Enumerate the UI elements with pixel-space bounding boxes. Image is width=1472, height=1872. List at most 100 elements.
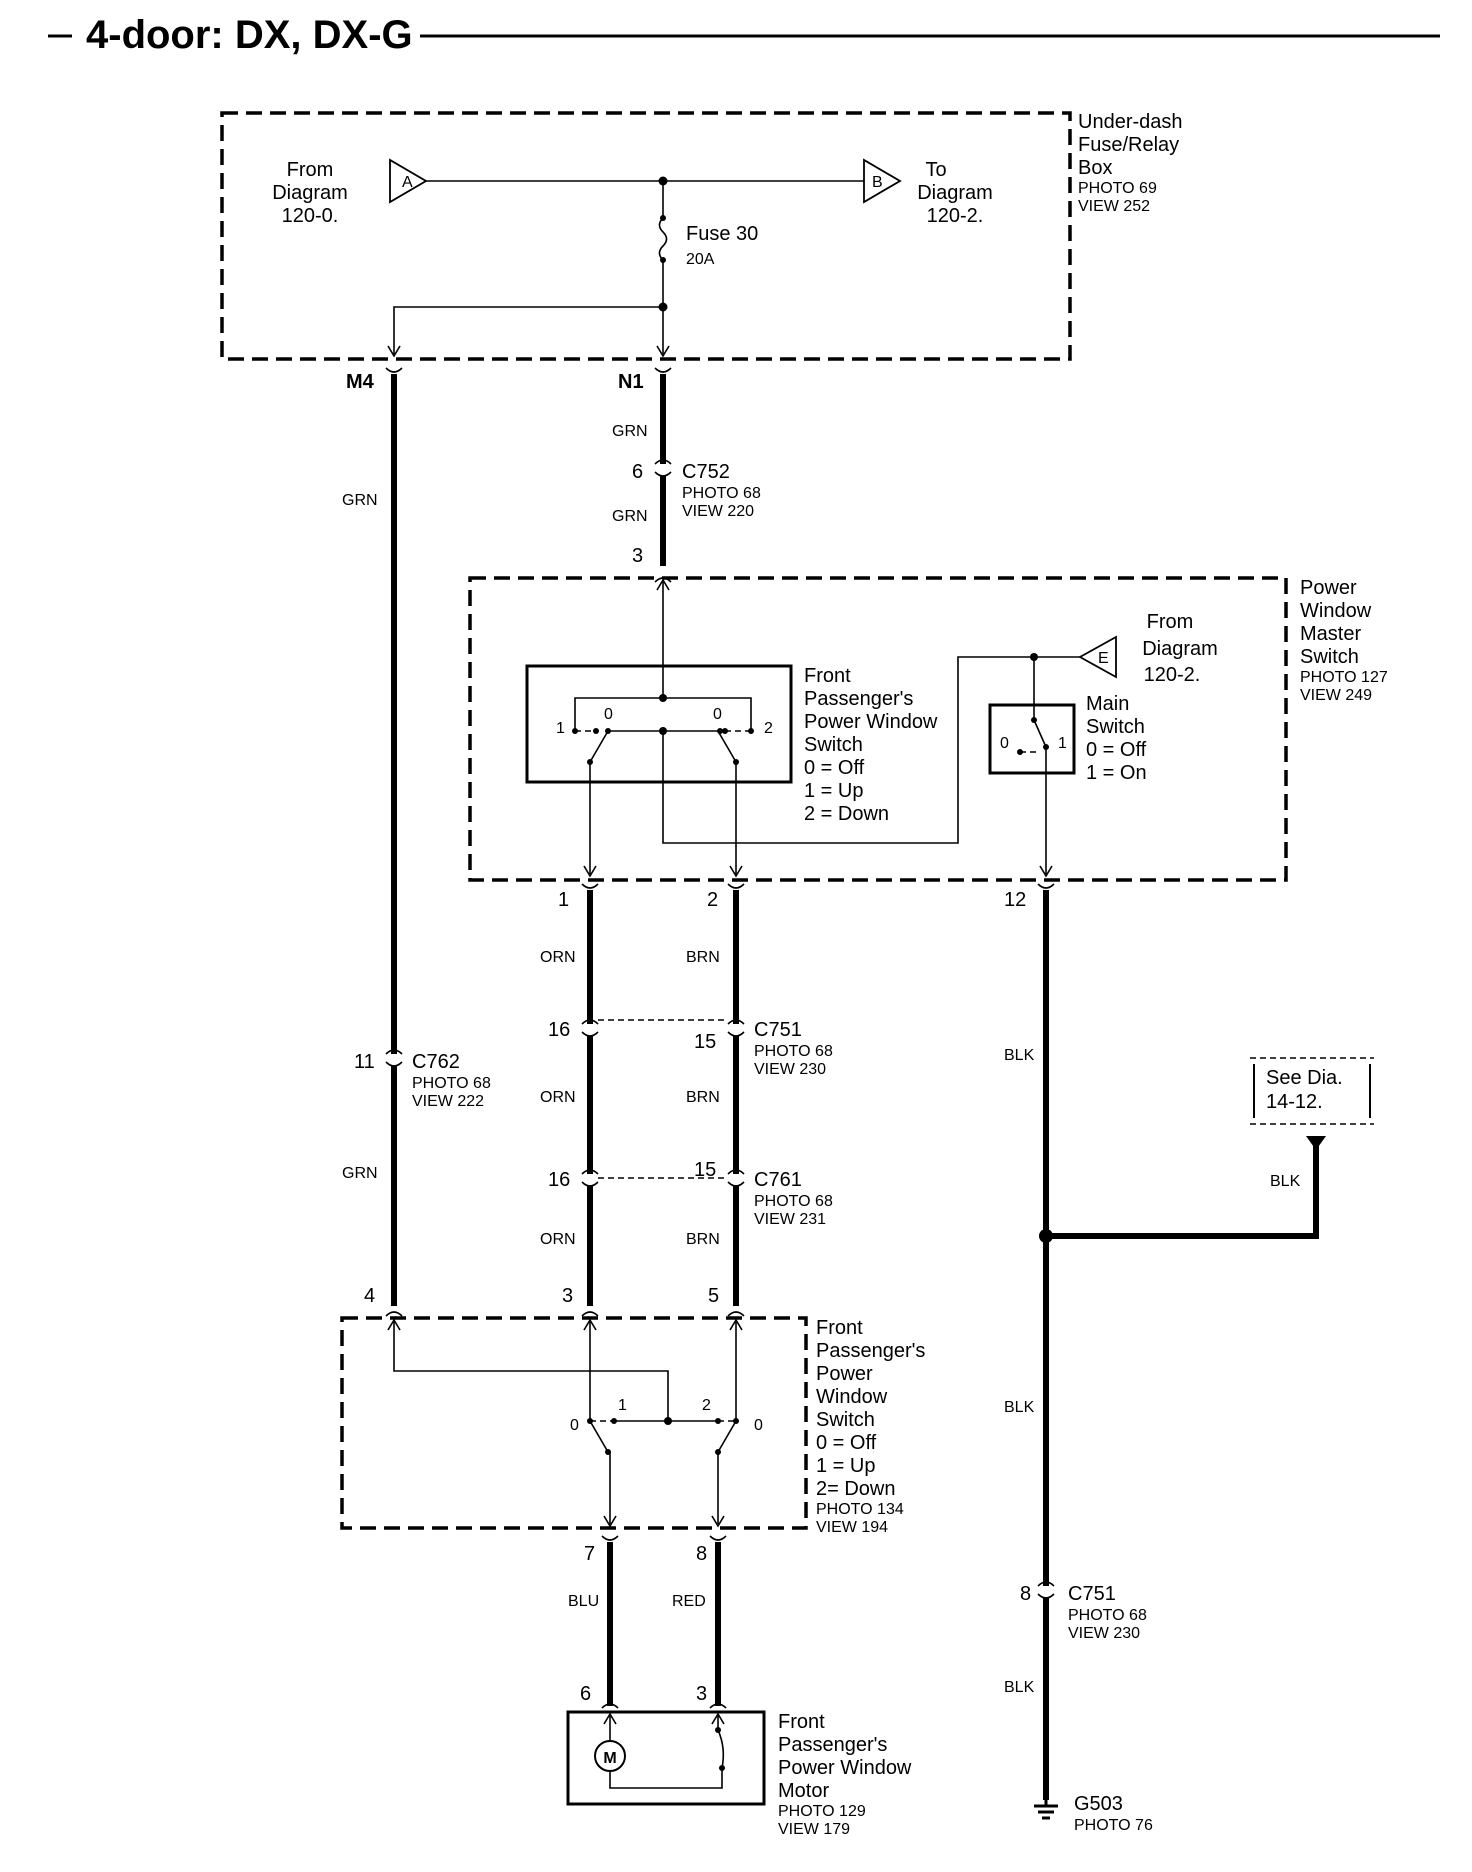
arrow-head <box>711 1515 725 1528</box>
svg-text:PHOTO 134: PHOTO 134 <box>816 1501 904 1518</box>
switch-top-wire <box>574 697 752 731</box>
ps-feed-wire <box>393 1322 669 1421</box>
wire-label-grn: GRN <box>342 1165 378 1182</box>
ps-out-7-wire <box>608 1451 611 1524</box>
arrow-head <box>656 578 670 591</box>
wire-label-blk: BLK <box>1004 1679 1035 1696</box>
connector-c752-name: C752 <box>682 461 730 483</box>
svg-text:14-12.: 14-12. <box>1266 1091 1323 1113</box>
arrow-head <box>387 345 401 358</box>
svg-text:1 = On: 1 = On <box>1086 762 1147 784</box>
connector-c761-name: C761 <box>754 1169 802 1191</box>
svg-text:Box: Box <box>1078 157 1112 179</box>
wire-blk-see-dia <box>1046 1140 1319 1239</box>
arrow-head <box>603 1515 617 1528</box>
terminal-c752-6: 6 <box>632 461 643 483</box>
terminal-master-1-symbol <box>581 883 599 889</box>
svg-text:1 = Up: 1 = Up <box>804 780 863 802</box>
to-diagram-b-label: To Diagram 120-2. <box>917 159 993 227</box>
switch-pos-1: 1 <box>556 720 565 737</box>
switch-node-dot <box>593 728 599 734</box>
limit-switch-symbol <box>717 1729 725 1769</box>
wire-label-brn: BRN <box>686 1231 720 1248</box>
svg-text:Power Window: Power Window <box>778 1757 912 1779</box>
svg-text:Switch: Switch <box>816 1409 875 1431</box>
terminal-ps-4-symbol <box>385 1311 403 1317</box>
connector-c751-view: VIEW 230 <box>754 1061 826 1078</box>
arrow-head <box>583 865 597 878</box>
terminal-ps-7: 7 <box>584 1543 595 1565</box>
switch-blade-right <box>717 730 737 763</box>
terminal-c751-15: 15 <box>694 1031 716 1053</box>
arrow-head <box>729 865 743 878</box>
connector-e-arrow <box>1078 635 1117 679</box>
svg-text:To: To <box>925 159 946 181</box>
ground-name: G503 <box>1074 1793 1123 1815</box>
svg-text:From: From <box>1147 611 1194 633</box>
svg-text:1 = Up: 1 = Up <box>816 1455 875 1477</box>
connector-b-letter: B <box>872 174 883 191</box>
master-return-wire <box>662 656 1034 844</box>
terminal-master-12: 12 <box>1004 889 1026 911</box>
wire-label-orn: ORN <box>540 1231 576 1248</box>
wire-label-orn: ORN <box>540 949 576 966</box>
main-switch-box <box>988 703 1076 775</box>
svg-text:PHOTO 127: PHOTO 127 <box>1300 669 1388 686</box>
switch-node-dot <box>611 1418 617 1424</box>
svg-text:2 = Down: 2 = Down <box>804 803 889 825</box>
fuse-rating: 20A <box>686 251 715 268</box>
wire-label-brn: BRN <box>686 1089 720 1106</box>
connector-a-arrow <box>389 158 428 204</box>
ps-switch-pos-2: 2 <box>702 1397 711 1414</box>
fuse-box-outline <box>220 111 1072 361</box>
ground-icon <box>1034 1800 1058 1820</box>
svg-text:PHOTO 129: PHOTO 129 <box>778 1803 866 1820</box>
svg-text:Window: Window <box>1300 600 1372 622</box>
connector-c752-photo: PHOTO 68 <box>682 485 761 502</box>
switch-node-dot <box>715 1418 721 1424</box>
terminal-c751-16: 16 <box>548 1019 570 1041</box>
from-diagram-e-label: From Diagram 120-2. <box>1142 611 1218 686</box>
terminal-c751-8: 8 <box>1020 1583 1031 1605</box>
switch-pos-0: 0 <box>604 706 613 723</box>
svg-text:Front: Front <box>778 1711 825 1733</box>
ground-photo: PHOTO 76 <box>1074 1817 1153 1834</box>
motor-label: Front Passenger's Power Window Motor PHO… <box>778 1711 912 1838</box>
terminal-motor-3: 3 <box>696 1683 707 1705</box>
svg-text:0 = Off: 0 = Off <box>1086 739 1147 761</box>
master-front-switch-label: Front Passenger's Power Window Switch 0 … <box>804 665 938 825</box>
ps-blade-right <box>717 1420 737 1453</box>
connector-c751-photo: PHOTO 68 <box>754 1043 833 1060</box>
wire-label-grn: GRN <box>342 492 378 509</box>
terminal-ps-8: 8 <box>696 1543 707 1565</box>
arrow-head <box>603 1712 617 1725</box>
terminal-ps-5-symbol <box>727 1311 745 1317</box>
svg-text:Master: Master <box>1300 623 1361 645</box>
terminal-ps-5: 5 <box>708 1285 719 1307</box>
switch-pos-0: 0 <box>713 706 722 723</box>
svg-text:Fuse/Relay: Fuse/Relay <box>1078 134 1179 156</box>
svg-text:Window: Window <box>816 1386 888 1408</box>
terminal-ps-7-symbol <box>601 1535 619 1541</box>
terminal-master-2-symbol <box>727 883 745 889</box>
motor-letter: M <box>603 1750 616 1767</box>
svg-text:2= Down: 2= Down <box>816 1478 896 1500</box>
page-title: 4-door: DX, DX-G <box>86 13 413 57</box>
fuse-30-symbol <box>658 217 668 261</box>
svg-text:120-2.: 120-2. <box>927 205 984 227</box>
motor-box <box>566 1710 766 1806</box>
svg-text:120-0.: 120-0. <box>282 205 339 227</box>
terminal-master-3: 3 <box>632 545 643 567</box>
svg-text:Diagram: Diagram <box>272 182 348 204</box>
svg-text:From: From <box>287 159 334 181</box>
arrow-head <box>729 1318 743 1331</box>
terminal-n1-symbol <box>654 367 672 373</box>
see-dia-label: See Dia. 14-12. <box>1266 1067 1343 1113</box>
svg-text:Passenger's: Passenger's <box>816 1340 925 1362</box>
switch-node-dot <box>664 1417 672 1425</box>
connector-c751-name: C751 <box>754 1019 802 1041</box>
svg-text:Passenger's: Passenger's <box>804 688 913 710</box>
wire-label-blk: BLK <box>1270 1173 1301 1190</box>
ps-switch-pos-0: 0 <box>570 1417 579 1434</box>
svg-text:Passenger's: Passenger's <box>778 1734 887 1756</box>
